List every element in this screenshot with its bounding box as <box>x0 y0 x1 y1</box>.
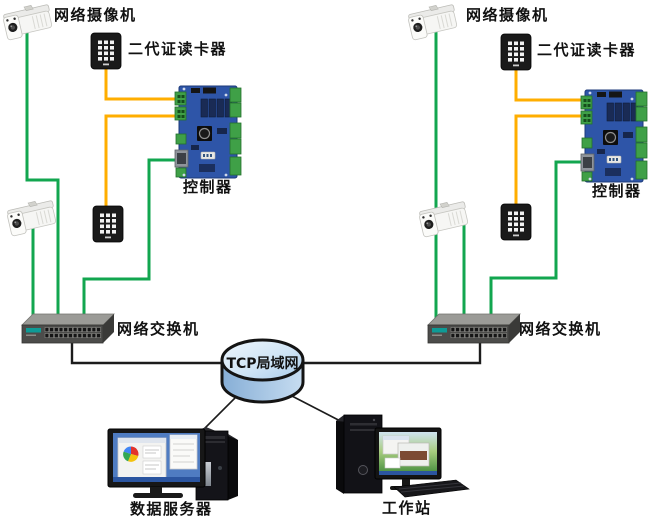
label-data-server: 数据服务器 <box>130 500 213 518</box>
label-reader-left: 二代证读卡器 <box>128 40 228 58</box>
reader2-left-cable <box>104 114 178 215</box>
card-reader-2-right <box>500 203 532 241</box>
controller-left-cable <box>82 158 178 320</box>
uplink-left <box>70 338 240 365</box>
label-switch-right: 网络交换机 <box>519 320 602 338</box>
access-controller-left <box>174 85 242 179</box>
lan-cloud <box>220 338 305 404</box>
network-switch-left <box>21 313 115 344</box>
access-controller-right <box>580 89 648 183</box>
server-monitor <box>107 428 206 498</box>
label-camera-1-left: 网络摄像机 <box>54 6 137 24</box>
workstation-keyboard <box>393 479 470 498</box>
uplink-right <box>290 338 482 365</box>
workstation-monitor <box>374 427 442 480</box>
data-server <box>107 427 238 501</box>
reader1-left-cable <box>104 60 178 101</box>
reader1-right-cable <box>514 60 584 102</box>
label-camera-1-right: 网络摄像机 <box>466 6 549 24</box>
label-reader-right: 二代证读卡器 <box>537 41 637 59</box>
ip-camera-1-right <box>406 3 460 41</box>
ip-camera-2-right <box>417 200 471 238</box>
card-reader-1-right <box>500 33 532 71</box>
label-workstation: 工作站 <box>382 499 432 517</box>
camera1-left-cable <box>25 30 60 320</box>
network-switch-right <box>427 313 521 344</box>
label-controller-right: 控制器 <box>592 182 642 200</box>
label-tcp-lan: TCP局域网 <box>226 356 299 372</box>
reader2-right-cable <box>514 114 584 215</box>
card-reader-2-left <box>92 205 124 243</box>
label-controller-left: 控制器 <box>183 178 233 196</box>
label-switch-left: 网络交换机 <box>117 320 200 338</box>
workstation <box>336 414 470 498</box>
controller-right-cable <box>489 160 584 320</box>
card-reader-1-left <box>90 32 122 70</box>
